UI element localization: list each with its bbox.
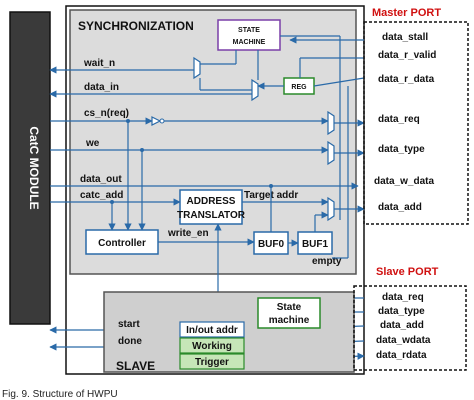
slave-block: SLAVE State machine In/out addr Working … — [103, 291, 355, 373]
address-translator-line2: TRANSLATOR — [177, 210, 246, 221]
slave-signal-data-rdata: data_rdata — [376, 350, 427, 361]
address-translator — [179, 189, 243, 225]
slave-signal-data-wdata: data_wdata — [376, 335, 431, 346]
buf0-label: BUF0 — [258, 239, 285, 250]
write-en-label: write_en — [167, 228, 209, 239]
mux-wait — [193, 56, 201, 80]
catc-module: CatC MODULE — [9, 11, 51, 325]
signal-wait-n: wait_n — [83, 58, 115, 69]
signal-done: done — [118, 336, 142, 347]
signal-data-out: data_out — [80, 174, 122, 185]
master-port: Master PORT data_stall data_r_valid data… — [363, 7, 469, 225]
catc-module-label: CatC MODULE — [27, 126, 41, 209]
slave-title: SLAVE — [116, 359, 155, 373]
master-signal-data-r-data: data_r_data — [378, 74, 435, 85]
slave-state-machine — [257, 297, 321, 329]
signal-catc-add: catc_add — [80, 190, 123, 201]
signal-cs-n: cs_n(req) — [84, 108, 129, 119]
reg-label: REG — [291, 84, 307, 91]
hwpu-frame — [65, 5, 365, 375]
inout-addr-label: In/out addr — [186, 325, 238, 336]
mux-data-req — [327, 110, 335, 136]
signal-we: we — [85, 138, 100, 149]
sync-state-machine — [217, 19, 281, 51]
mux-data-type — [327, 140, 335, 166]
inout-addr-box — [179, 321, 245, 338]
synchronization-block: SYNCHRONIZATION STATE MACHINE REG ADDRES… — [69, 9, 357, 275]
slave-signal-data-add: data_add — [380, 320, 424, 331]
figure-caption: Fig. 9. Structure of HWPU — [2, 389, 118, 400]
slave-signal-data-req: data_req — [382, 292, 424, 303]
master-signal-data-req: data_req — [378, 114, 420, 125]
master-port-title: Master PORT — [372, 7, 441, 19]
slave-signal-data-type: data_type — [378, 306, 425, 317]
master-signal-data-stall: data_stall — [382, 32, 428, 43]
master-signal-data-type: data_type — [378, 144, 425, 155]
working-label: Working — [192, 341, 232, 352]
buf1-label: BUF1 — [302, 239, 329, 250]
mux-data-add — [327, 196, 335, 222]
empty-label: empty — [312, 256, 342, 267]
sync-state-machine-label-2: MACHINE — [233, 39, 266, 46]
master-signal-data-add: data_add — [378, 202, 422, 213]
slave-state-machine-line1: State — [277, 302, 302, 313]
controller-box — [85, 229, 159, 255]
mux-data-in — [251, 78, 259, 102]
signal-data-in: data_in — [84, 82, 119, 93]
address-translator-line1: ADDRESS — [187, 196, 236, 207]
slave-port: Slave PORT data_req data_type data_add d… — [353, 266, 467, 371]
sync-state-machine-label: STATE — [238, 27, 260, 34]
slave-port-title: Slave PORT — [376, 266, 439, 278]
master-signal-data-r-valid: data_r_valid — [378, 50, 436, 61]
controller-label: Controller — [98, 238, 146, 249]
synchronization-title: SYNCHRONIZATION — [78, 19, 194, 33]
master-signal-data-w-data: data_w_data — [374, 176, 434, 187]
trigger-label: Trigger — [195, 357, 229, 368]
slave-state-machine-line2: machine — [269, 315, 310, 326]
trigger-box — [179, 353, 245, 370]
signal-start: start — [118, 319, 140, 330]
working-box — [179, 337, 245, 354]
